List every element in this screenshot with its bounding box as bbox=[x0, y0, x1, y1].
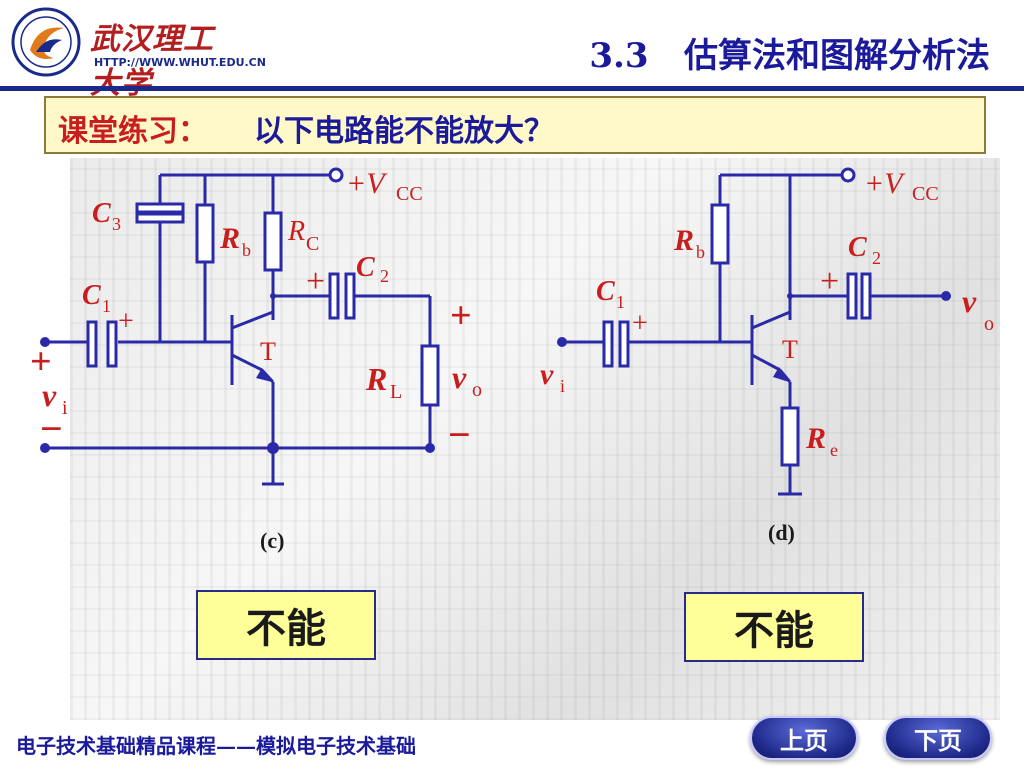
circuit-c-c2-sub: 2 bbox=[380, 266, 389, 286]
circuit-c-input-plus: + bbox=[30, 341, 52, 383]
circuit-d-supply-sub: CC bbox=[912, 183, 939, 205]
circuit-d-c2-plate-left bbox=[846, 272, 858, 320]
circuit-c-input-minus: − bbox=[40, 406, 63, 451]
university-logo: 武汉理工大学 HTTP://WWW.WHUT.EDU.CN bbox=[8, 6, 266, 101]
circuit-c-caption: (c) bbox=[260, 528, 284, 553]
circuit-d-transistor-label: T bbox=[782, 335, 798, 364]
circuit-d-c1-label: C bbox=[596, 276, 615, 307]
circuit-c-vo-sub: o bbox=[472, 379, 482, 401]
prev-page-button[interactable]: 上页 bbox=[750, 716, 858, 760]
circuit-c-ground-terminal bbox=[40, 443, 50, 453]
logo-emblem-icon bbox=[11, 7, 81, 77]
circuit-c-c2-plate-left bbox=[328, 272, 340, 320]
circuit-c-collector-junction bbox=[270, 293, 276, 299]
circuit-c-c3-plate-top bbox=[135, 202, 185, 214]
circuit-d-re-sub: e bbox=[830, 440, 838, 460]
circuit-d-input-terminal bbox=[557, 337, 567, 347]
answer-box-d: 不能 bbox=[684, 592, 864, 662]
circuit-d-c2-sub: 2 bbox=[872, 248, 881, 268]
circuit-d-caption: (d) bbox=[768, 520, 795, 545]
circuit-d-rb-label: R bbox=[673, 224, 694, 257]
circuit-d-rb-resistor bbox=[710, 203, 730, 265]
circuit-d-vcc-terminal bbox=[840, 167, 856, 183]
circuit-d-supply-label: +V bbox=[864, 167, 906, 200]
circuit-c-c1-label: C bbox=[82, 280, 101, 311]
circuit-c-wires bbox=[45, 173, 432, 486]
circuit-d-c1-sub: 1 bbox=[616, 292, 625, 312]
circuit-c-c2-plus: + bbox=[306, 263, 325, 300]
circuit-c-c1-plate-right bbox=[106, 320, 118, 368]
circuit-d-output-terminal bbox=[941, 291, 951, 301]
circuit-c-transistor-label: T bbox=[260, 337, 276, 366]
circuit-d-collector-junction bbox=[787, 293, 793, 299]
circuit-c-output-plus: + bbox=[450, 295, 472, 337]
circuit-c-c3-sub: 3 bbox=[112, 214, 121, 234]
circuit-c-emitter-arrow-icon bbox=[256, 368, 272, 382]
circuit-d-c1-plus: + bbox=[632, 308, 648, 339]
circuit-c-c2-label: C bbox=[356, 252, 375, 283]
question-text: 以下电路能不能放大？ bbox=[254, 114, 554, 149]
logo-url: HTTP://WWW.WHUT.EDU.CN bbox=[94, 56, 266, 69]
circuit-c-rb-resistor bbox=[195, 203, 215, 264]
circuit-c-rl-sub: L bbox=[390, 381, 402, 403]
next-page-button[interactable]: 下页 bbox=[884, 716, 992, 760]
circuit-c-output-minus: − bbox=[448, 412, 471, 457]
circuit-c-supply-sub: CC bbox=[396, 183, 423, 205]
header-divider bbox=[0, 86, 1024, 91]
circuit-d-c1-plate-right bbox=[618, 320, 630, 368]
circuit-c-rb-sub: b bbox=[242, 240, 251, 260]
question-box: 课堂练习： 以下电路能不能放大？ bbox=[44, 96, 986, 154]
circuit-c-rc-sub: C bbox=[306, 233, 319, 255]
circuit-d-re-label: R bbox=[805, 422, 826, 455]
circuit-c-rb-label: R bbox=[219, 222, 240, 255]
circuit-c-vi-label: v bbox=[42, 377, 57, 413]
circuit-c-labels: +V CC C 3 R b R C C 2 + C 1 + T + v i − … bbox=[30, 167, 482, 553]
circuit-c-junction bbox=[267, 442, 279, 454]
circuit-d-c1-plate-left bbox=[602, 320, 614, 368]
circuit-d-rb-sub: b bbox=[696, 242, 705, 262]
section-title: 3.3 估算法和图解分析法 bbox=[589, 36, 990, 76]
circuit-d-vi-label: v bbox=[540, 358, 554, 391]
circuit-c-c3-plate-bottom bbox=[135, 212, 185, 224]
circuit-d-vo-label: v bbox=[962, 283, 977, 319]
circuit-c-c1-plus: + bbox=[118, 306, 134, 337]
circuit-c-input-terminal bbox=[40, 337, 50, 347]
course-title: 电子技术基础精品课程——模拟电子技术基础 bbox=[16, 734, 416, 758]
circuit-c-c3-label: C bbox=[92, 198, 111, 229]
question-label: 课堂练习： bbox=[58, 114, 208, 149]
circuit-c-c2-plate-right bbox=[344, 272, 356, 320]
circuit-c-output-ground-terminal bbox=[425, 443, 435, 453]
circuit-d-labels: +V CC R b C 2 + C 1 + T v i R e v o (d) bbox=[540, 167, 994, 545]
circuit-d-c2-plus: + bbox=[820, 263, 839, 300]
circuit-c-vcc-terminal bbox=[328, 167, 344, 183]
logo-name: 武汉理工大学 bbox=[90, 22, 214, 101]
circuit-c-rc-label: R bbox=[287, 216, 305, 247]
circuit-d-vi-sub: i bbox=[560, 376, 565, 396]
circuit-c-c1-plate-left bbox=[86, 320, 98, 368]
circuit-d-vo-sub: o bbox=[984, 313, 994, 335]
circuit-c-rl-resistor bbox=[420, 344, 440, 407]
circuit-d-re-resistor bbox=[780, 406, 800, 467]
slide-header: 武汉理工大学 HTTP://WWW.WHUT.EDU.CN 3.3 估算法和图解… bbox=[0, 0, 1024, 101]
circuit-c-c1-sub: 1 bbox=[102, 296, 111, 316]
circuit-d-c2-plate-right bbox=[860, 272, 872, 320]
circuit-c-vo-label: v bbox=[452, 359, 467, 395]
circuit-d-c2-label: C bbox=[848, 232, 867, 263]
circuit-c-rl-label: R bbox=[365, 361, 387, 397]
circuit-c-vi-sub: i bbox=[62, 397, 68, 419]
circuit-c-supply-label: +V bbox=[346, 167, 388, 200]
answer-box-c: 不能 bbox=[196, 590, 376, 660]
circuit-d-emitter-arrow-icon bbox=[773, 367, 789, 382]
circuit-c-rc-resistor bbox=[263, 211, 283, 272]
